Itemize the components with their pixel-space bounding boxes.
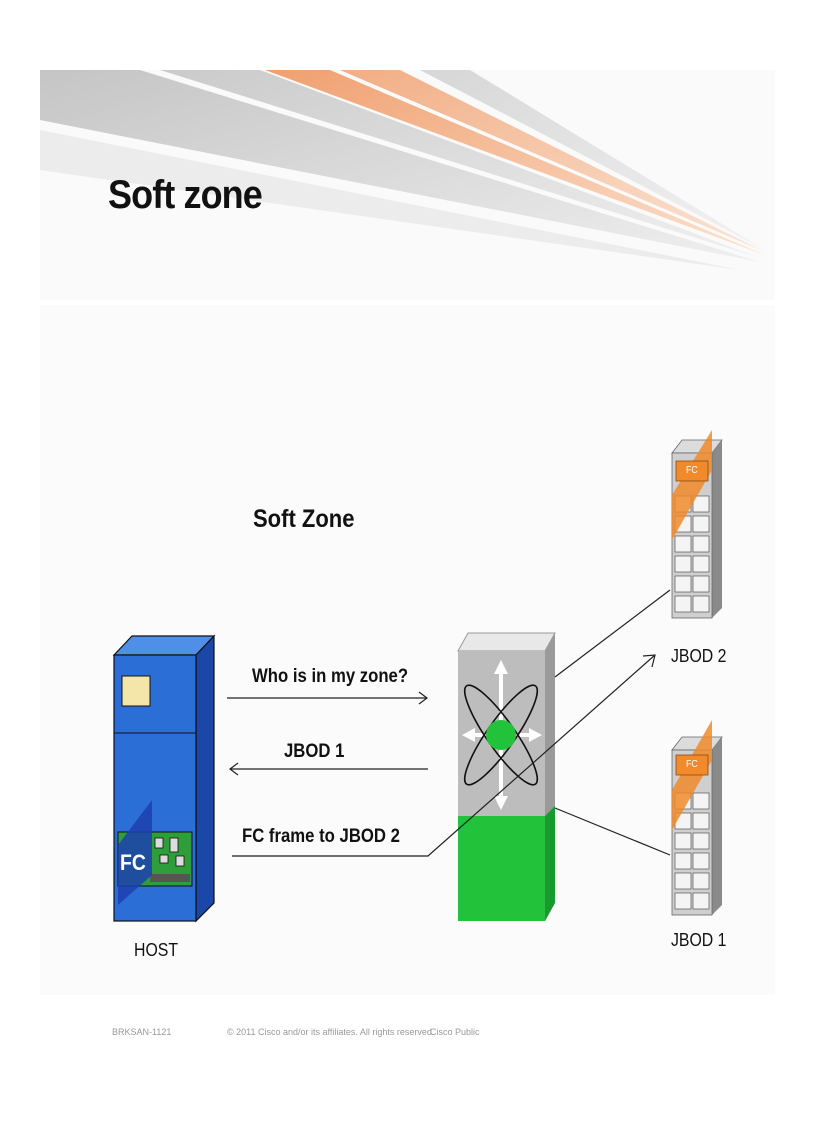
- jbod1-fc-tag: FC: [686, 759, 698, 770]
- host-server: [112, 634, 216, 923]
- diagram-heading: Soft Zone: [253, 505, 355, 533]
- jbod2-fc-tag: FC: [686, 465, 698, 476]
- slide-title: Soft zone: [108, 173, 263, 217]
- jbod2-label: JBOD 2: [671, 646, 727, 666]
- header-swoosh: [40, 70, 775, 300]
- footer-copyright: © 2011 Cisco and/or its affiliates. All …: [227, 1027, 435, 1037]
- arrowhead-right-2: [642, 654, 656, 668]
- message-jbod1-reply: JBOD 1: [284, 741, 345, 762]
- arrowhead-left: [229, 762, 239, 776]
- message-fc-frame: FC frame to JBOD 2: [242, 826, 400, 847]
- link-switch-jbod1: [554, 807, 671, 856]
- footer-session-id: BRKSAN-1121: [112, 1027, 172, 1037]
- footer-classification: Cisco Public: [430, 1027, 480, 1037]
- jbod-2: [671, 430, 723, 619]
- fabric-switch: [457, 632, 556, 921]
- message-who-is-in-my-zone: Who is in my zone?: [252, 666, 409, 687]
- host-label: HOST: [134, 940, 179, 960]
- arrowhead-right-1: [418, 691, 428, 705]
- jbod1-label: JBOD 1: [671, 930, 727, 950]
- arrow-fc-frame-to-jbod2: [232, 654, 656, 857]
- link-switch-jbod2: [554, 589, 671, 678]
- jbod-1: [671, 720, 723, 916]
- connectors: [227, 589, 671, 857]
- fc-card-label: FC: [120, 850, 146, 875]
- fc-hba-card: [117, 800, 193, 905]
